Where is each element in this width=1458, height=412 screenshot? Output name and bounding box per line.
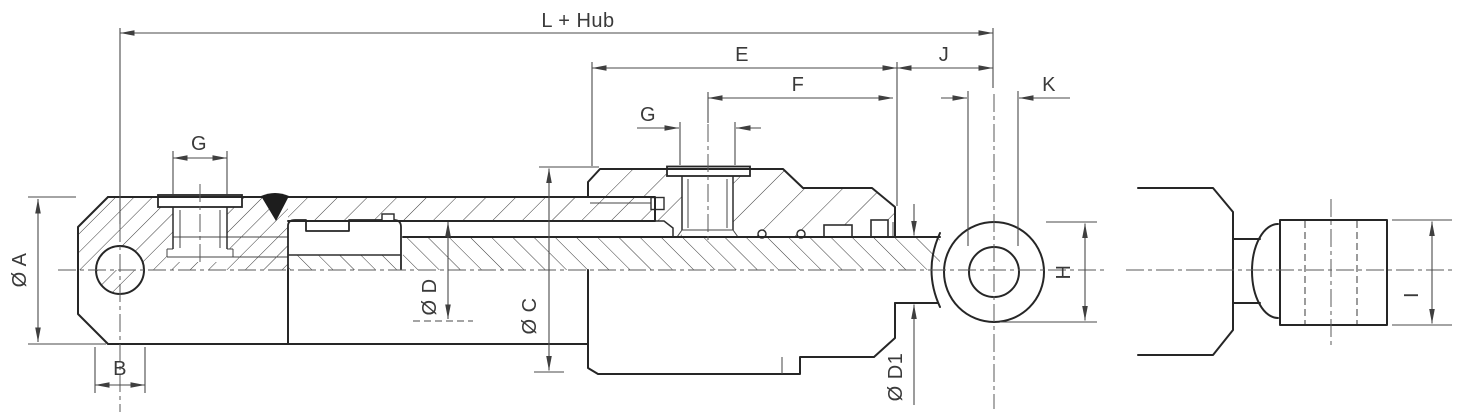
side-view <box>1137 187 1388 356</box>
dim-label-b: B <box>113 358 127 380</box>
dim-label-i: I <box>1401 292 1423 298</box>
piston <box>287 213 402 270</box>
dimension-annotations: L + Hub E J F K G G Ø A B <box>9 10 1452 405</box>
section-hatching <box>78 169 940 294</box>
dim-label-k: K <box>1042 74 1056 96</box>
dim-label-g-right: G <box>640 104 656 126</box>
dim-label-dia-d: Ø D <box>419 278 441 315</box>
end-block-hatch <box>78 197 288 294</box>
dim-label-total-length: L + Hub <box>541 10 614 32</box>
eye-side-profile <box>1279 219 1388 326</box>
dim-label-dia-d1: Ø D1 <box>885 353 907 402</box>
dim-label-e: E <box>735 44 749 66</box>
dim-label-f: F <box>792 74 805 96</box>
head-hatch <box>588 169 895 237</box>
weld-seam-icon <box>261 193 289 221</box>
dim-label-g-left: G <box>191 133 207 155</box>
centerlines <box>58 94 1455 412</box>
rod-seal <box>823 224 853 238</box>
dim-label-h: H <box>1053 265 1075 280</box>
barrel-wall-hatch <box>288 197 655 221</box>
dim-label-j: J <box>939 44 950 66</box>
piston-hatch <box>288 255 401 270</box>
dim-label-dia-c: Ø C <box>519 297 541 334</box>
dim-label-dia-a: Ø A <box>9 252 31 287</box>
piston-guide-ring <box>381 213 395 222</box>
o-ring-seal <box>650 196 665 211</box>
rod-hatch <box>403 237 940 270</box>
wiper-seal <box>870 219 889 238</box>
